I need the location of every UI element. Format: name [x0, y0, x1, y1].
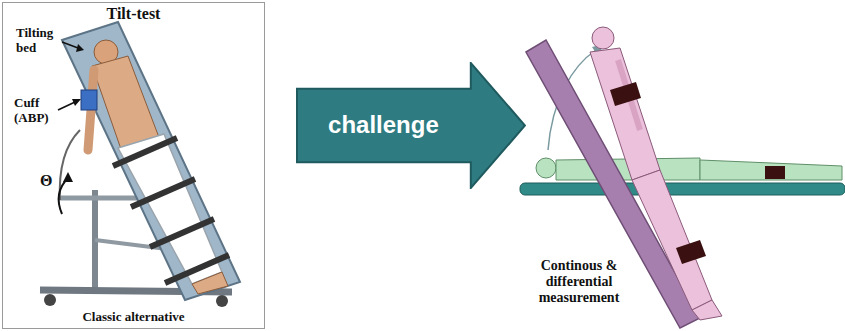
- annotation-label: Cuff (ABP): [14, 96, 62, 126]
- figure-panel: Tilt-testClassic alternative: [2, 2, 265, 329]
- arrow-text: challenge: [328, 111, 439, 139]
- arrow-body: [297, 63, 525, 188]
- angle-symbol: Θ: [40, 172, 56, 190]
- tilt-table: [40, 22, 240, 307]
- annotation-label: Tilting bed: [16, 26, 64, 56]
- arrow-shape: challenge: [296, 62, 526, 189]
- panel-title: Tilt-test: [3, 5, 264, 23]
- arrow-label-box: challenge: [296, 89, 471, 163]
- panel-caption: Classic alternative: [3, 309, 264, 325]
- annotation-label: Continous & differential measurement: [520, 258, 638, 306]
- tilt-illustration: [520, 27, 845, 328]
